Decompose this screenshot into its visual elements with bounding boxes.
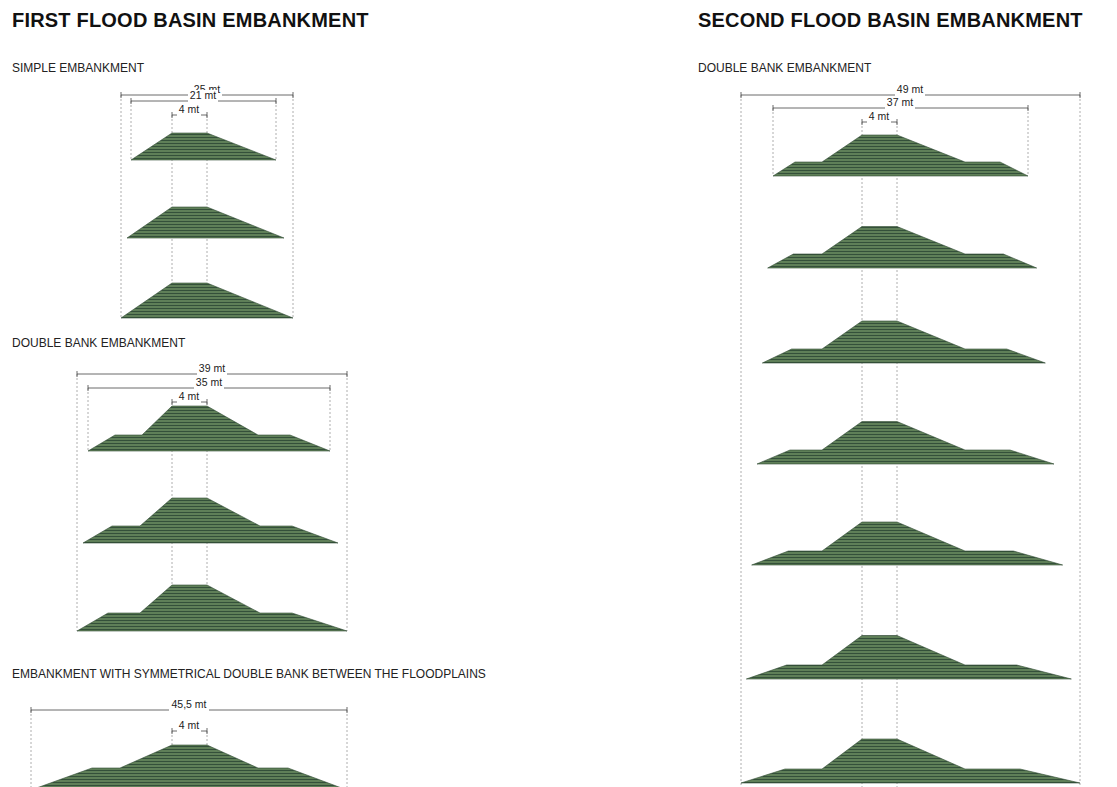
dimension: 39 mt [197,363,227,375]
subheading: SIMPLE EMBANKMENT [12,62,144,75]
embankment-profile [83,498,338,543]
section-heading: FIRST FLOOD BASIN EMBANKMENT [12,9,369,31]
embankment-profile [746,636,1071,680]
dimension: 21 mt [188,90,218,102]
dimension: 4 mt [177,104,201,116]
dimension-lines [31,92,1080,734]
embankment-profile [762,321,1045,363]
dimension: 45,5 mt [169,699,208,711]
subheading: DOUBLE BANK EMBANKMENT [12,337,185,350]
dimension: 35 mt [194,377,224,389]
embankment-profile [131,133,276,160]
embankment-profile [31,745,347,787]
embankment-profile [773,135,1028,176]
embankment-profile [121,283,293,318]
embankment-profile [757,422,1054,465]
embankment-profiles [31,133,1080,787]
dimension: 37 mt [885,97,915,109]
dimension: 49 mt [895,84,925,96]
dimension: 4 mt [177,391,201,403]
dimension: 4 mt [177,720,201,732]
embankment-profile [88,406,330,451]
dimension: 4 mt [867,111,891,123]
guide-lines [31,95,1080,787]
embankment-profile [752,522,1063,565]
embankment-profile [741,739,1080,783]
subheading: EMBANKMENT WITH SYMMETRICAL DOUBLE BANK … [12,668,486,681]
embankment-profile [127,207,284,238]
embankment-profile [768,227,1037,269]
subheading: DOUBLE BANK EMBANKMENT [698,62,871,75]
section-heading: SECOND FLOOD BASIN EMBANKMENT [698,9,1083,31]
embankment-profile [77,585,347,631]
